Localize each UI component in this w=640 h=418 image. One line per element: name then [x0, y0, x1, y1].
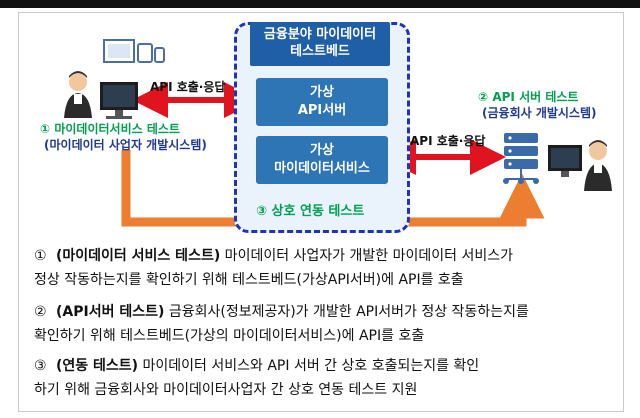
description-2-title: (API서버 테스트): [56, 304, 165, 320]
finance-server-developer-icon: [503, 133, 612, 191]
description-1-num: ①: [34, 248, 47, 264]
description-1: ① (마이데이터 서비스 테스트) 마이데이터 사업자가 개발한 마이데이터 서비…: [34, 244, 620, 292]
left-arrow-label: API 호출·응답: [150, 80, 226, 94]
description-3: ③ (연동 테스트) 마이데이터 서비스와 API 서버 간 상호 호출되는지를 …: [34, 354, 620, 402]
virtual-api-server-box: 가상 API서버: [256, 78, 388, 126]
mydata-service-test-label: ① 마이데이터서비스 테스트: [40, 122, 180, 136]
description-1-text: 마이데이터 사업자가 개발한 마이데이터 서비스가: [220, 248, 513, 264]
description-2-num: ②: [34, 304, 47, 320]
api-server-test-sub: (금융회사 개발시스템): [482, 106, 597, 120]
description-3-num: ③: [34, 358, 47, 374]
testbed-diagram: 금융분야 마이데이터 테스트베드 가상 API서버 가상 마이데이터서비스 ③ …: [40, 22, 612, 233]
description-2-text: 금융회사(정보제공자)가 개발한 API서버가 정상 작동하는지를: [164, 304, 529, 320]
testbed-title: 금융분야 마이데이터 테스트베드: [250, 22, 390, 66]
description-2-line2: 확인하기 위해 테스트베드(가상의 마이데이터서비스)에 API를 호출: [34, 328, 425, 344]
mydata-developer-icon: [64, 39, 165, 119]
description-3-title: (연동 테스트): [56, 358, 139, 374]
description-3-text: 마이데이터 서비스와 API 서버 간 상호 호출되는지를 확인: [138, 358, 480, 374]
api-server-test-label: ② API 서버 테스트: [478, 90, 579, 104]
interop-test-label: ③ 상호 연동 테스트: [256, 204, 365, 219]
description-1-title: (마이데이터 서비스 테스트): [56, 248, 221, 264]
top-banner-strip: [0, 0, 640, 8]
description-2: ② (API서버 테스트) 금융회사(정보제공자)가 개발한 API서버가 정상 …: [34, 300, 620, 348]
right-arrow-label: API 호출·응답: [410, 134, 486, 148]
description-1-line2: 정상 작동하는지를 확인하기 위해 테스트베드(가상API서버)에 API를 호…: [34, 272, 464, 288]
virtual-mydata-service-box: 가상 마이데이터서비스: [256, 136, 388, 184]
description-3-line2: 하기 위해 금융회사와 마이데이터사업자 간 상호 연동 테스트 지원: [34, 382, 418, 398]
mydata-service-test-sub: (마이데이터 사업자 개발시스템): [44, 138, 207, 152]
